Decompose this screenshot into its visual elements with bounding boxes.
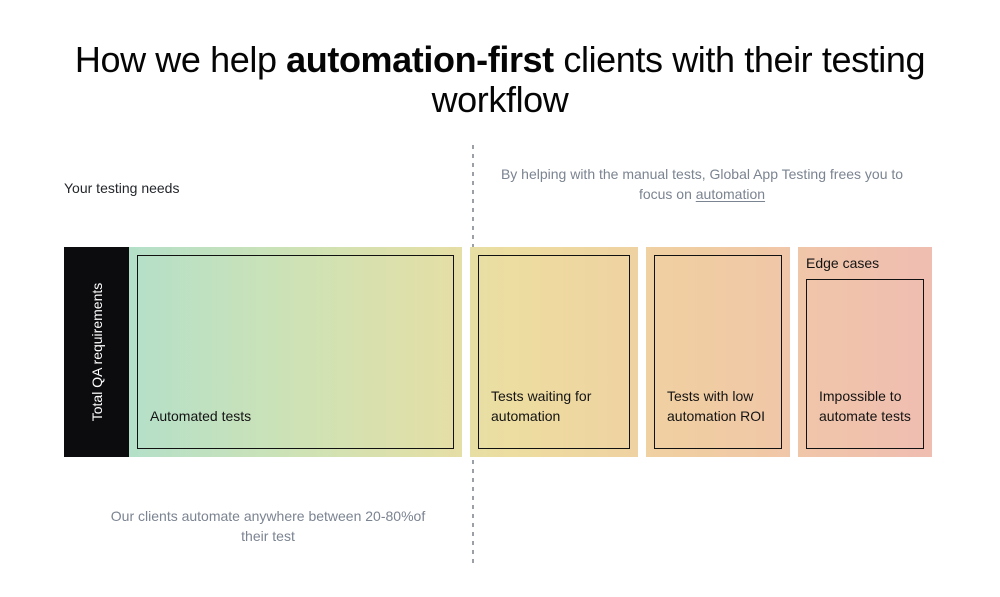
band-tests-low-automation-roi[interactable]: Tests with low automation ROI bbox=[646, 247, 798, 457]
caption-your-testing-needs: Your testing needs bbox=[64, 180, 180, 196]
caption-right-line1: By helping with the manual tests, Global… bbox=[500, 166, 778, 182]
title-part-after: clients with their testing workflow bbox=[431, 39, 926, 120]
caption-automation-range: Our clients automate anywhere between 20… bbox=[110, 508, 426, 544]
band-inner-box: Tests with low automation ROI bbox=[654, 255, 782, 449]
band-inner-box: Impossible to automate tests bbox=[806, 279, 924, 449]
title-part-strong: automation-first bbox=[286, 39, 554, 80]
band-label-low-roi: Tests with low automation ROI bbox=[667, 388, 766, 424]
caption-manual-tests-help: By helping with the manual tests, Global… bbox=[500, 164, 904, 204]
band-label-tests-waiting: Tests waiting for automation bbox=[491, 388, 592, 424]
band-tests-waiting-for-automation[interactable]: Tests waiting for automation bbox=[470, 247, 646, 457]
qa-requirements-chart: Total QA requirements Automated tests Te… bbox=[64, 247, 932, 457]
caption-right-line2: Testing frees you to focus on bbox=[638, 166, 904, 202]
band-label-impossible: Impossible to automate tests bbox=[819, 388, 911, 424]
axis-label-text: Total QA requirements bbox=[88, 282, 105, 422]
band-impossible-to-automate[interactable]: Edge cases Impossible to automate tests bbox=[798, 247, 932, 457]
band-header-edge-cases: Edge cases bbox=[806, 255, 880, 271]
band-inner-box: Tests waiting for automation bbox=[478, 255, 630, 449]
band-automated-tests[interactable]: Automated tests bbox=[129, 247, 470, 457]
page-title: How we help automation-first clients wit… bbox=[50, 40, 950, 120]
band-label-automated-tests: Automated tests bbox=[150, 408, 252, 424]
automation-link[interactable]: automation bbox=[695, 186, 766, 202]
axis-total-qa-requirements: Total QA requirements bbox=[64, 247, 129, 457]
band-inner-box: Automated tests bbox=[137, 255, 454, 449]
chart-bands: Automated tests Tests waiting for automa… bbox=[129, 247, 932, 457]
title-part-before: How we help bbox=[74, 39, 287, 80]
